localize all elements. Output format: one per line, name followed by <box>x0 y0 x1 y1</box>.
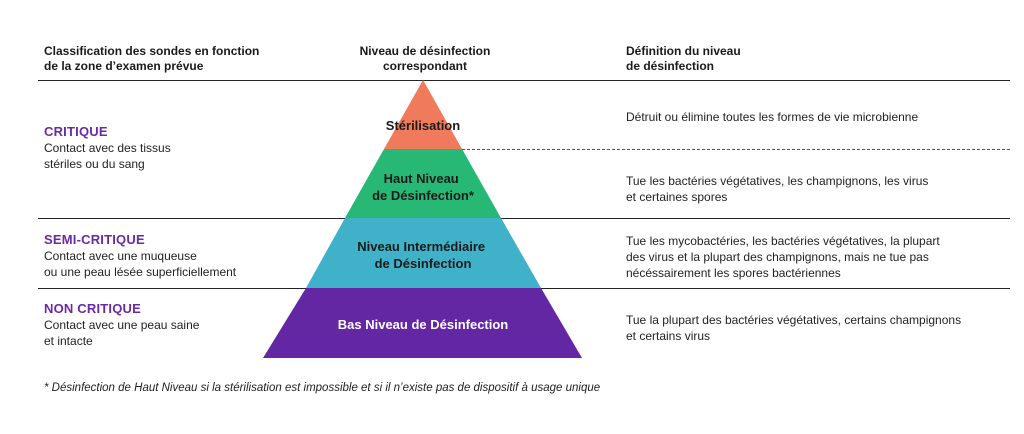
pyramid-label-intermediaire: Niveau Intermédiaire de Désinfection <box>357 239 489 271</box>
definition-haut-niveau: Tue les bactéries végétatives, les champ… <box>626 174 929 204</box>
pyramid-label-bas-niveau: Bas Niveau de Désinfection <box>338 317 509 332</box>
pyramid-label-line: Haut Niveau <box>384 171 459 186</box>
category-description: Contact avec une muqueuse ou une peau lé… <box>44 249 237 279</box>
pyramid-label-sterilisation: Stérilisation <box>386 118 460 133</box>
pyramid-label-line: Stérilisation <box>386 118 460 133</box>
header-divider <box>38 80 1010 81</box>
pyramid-label-line: Niveau Intermédiaire <box>357 239 485 254</box>
definition-sterilisation: Détruit ou élimine toutes les formes de … <box>626 110 919 124</box>
category-title: NON CRITIQUE <box>44 301 142 316</box>
category-title: CRITIQUE <box>44 124 108 139</box>
category-semi-critique: SEMI-CRITIQUE Contact avec une muqueuse … <box>44 232 236 280</box>
footnote: * Désinfection de Haut Niveau si la stér… <box>44 382 601 394</box>
category-description: Contact avec des tissus stériles ou du s… <box>44 141 171 171</box>
pyramid-label-haut-niveau: Haut Niveau de Désinfection* <box>372 171 475 203</box>
pyramid-tier-intermediaire <box>306 218 541 288</box>
category-critique: CRITIQUE Contact avec des tissus stérile… <box>44 124 171 172</box>
header-definition: Définition du niveau de désinfection <box>626 44 741 73</box>
pyramid-tier-haut-niveau <box>345 149 501 218</box>
pyramid-tier-bas-niveau <box>263 288 582 358</box>
header-classification: Classification des sondes en fonction de… <box>44 44 260 73</box>
definition-bas-niveau: Tue la plupart des bactéries végétatives… <box>626 313 962 343</box>
sterilisation-divider <box>462 149 1010 150</box>
pyramid-label-line: de Désinfection <box>375 256 472 271</box>
pyramid-tier-sterilisation <box>384 80 462 149</box>
header-level: Niveau de désinfection correspondant <box>359 44 491 73</box>
definition-intermediaire: Tue les mycobactéries, les bactéries vég… <box>626 234 940 280</box>
pyramid-label-line: de Désinfection* <box>372 188 475 203</box>
category-title: SEMI-CRITIQUE <box>44 232 145 247</box>
category-non-critique: NON CRITIQUE Contact avec une peau saine… <box>44 301 199 349</box>
critique-divider <box>38 218 1010 219</box>
category-description: Contact avec une peau saine et intacte <box>44 318 200 348</box>
pyramid-label-line: Bas Niveau de Désinfection <box>338 317 509 332</box>
